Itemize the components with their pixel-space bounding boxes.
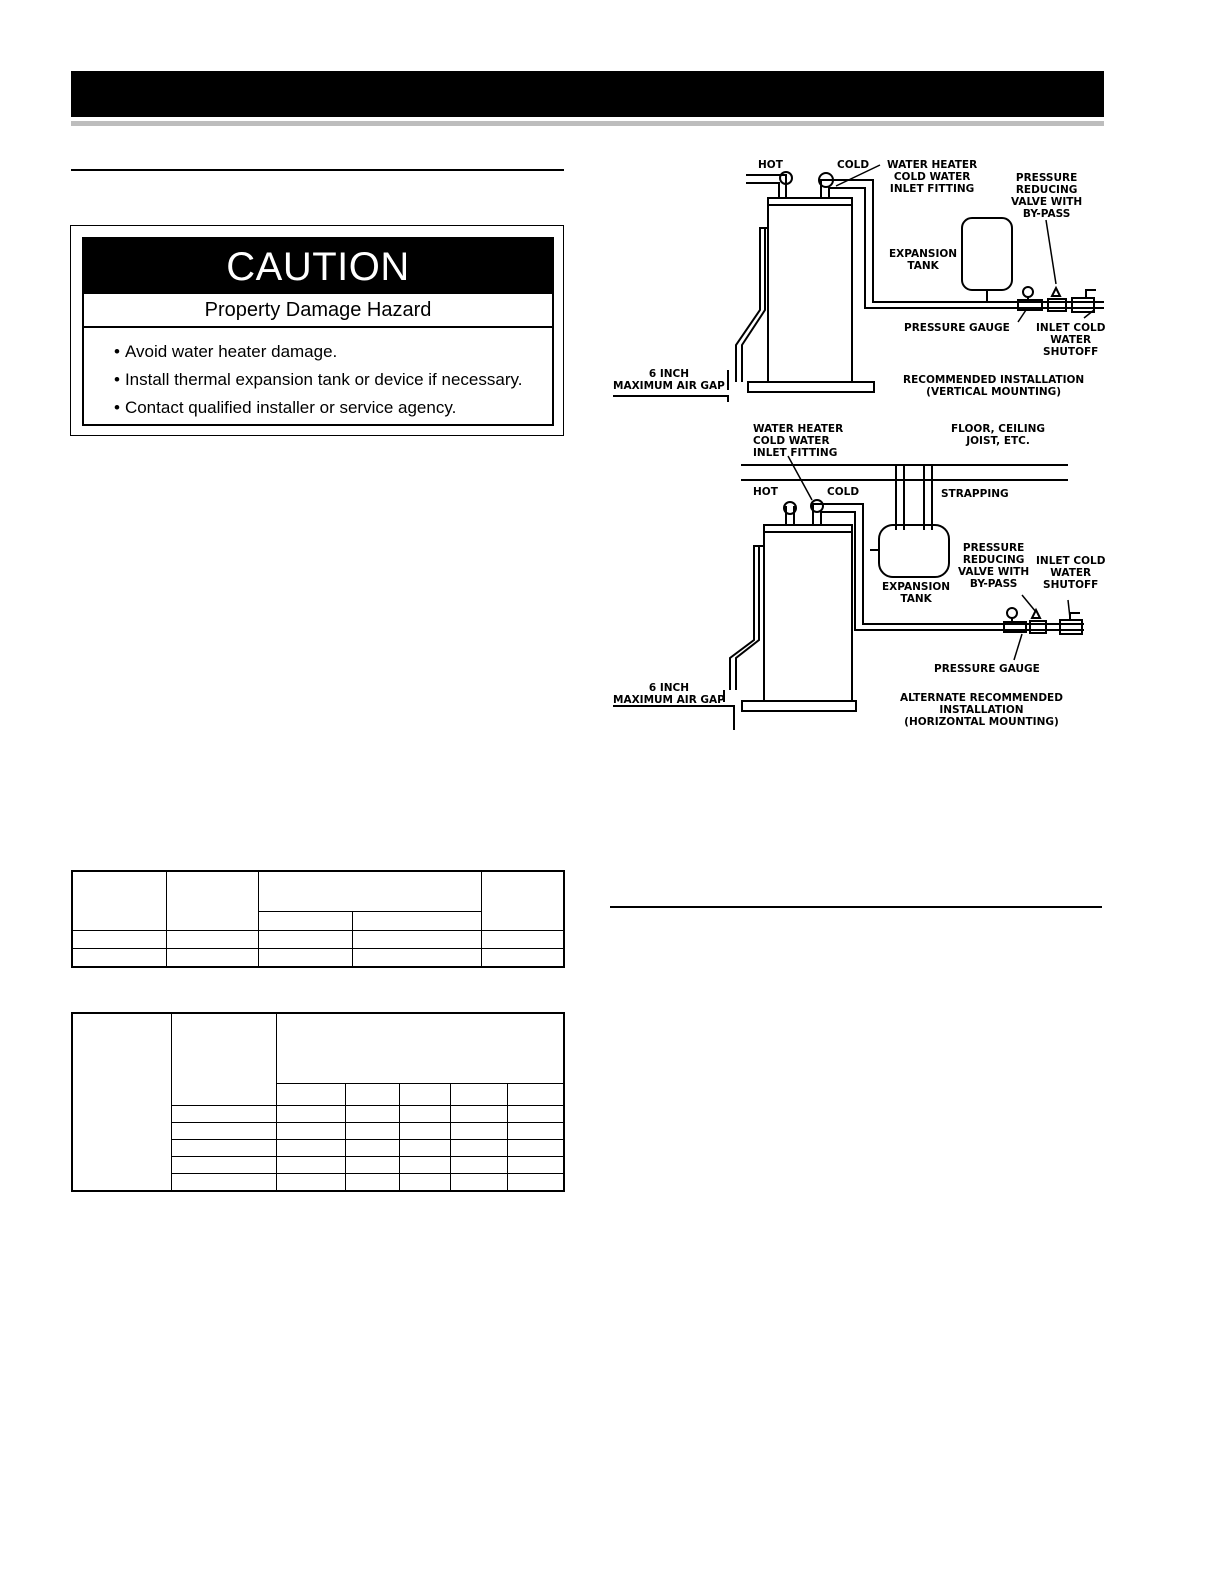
section-rule-left bbox=[71, 169, 564, 171]
table-cell bbox=[171, 1104, 277, 1124]
table-cell bbox=[171, 1122, 277, 1141]
table-cell bbox=[399, 1156, 451, 1175]
table-cell bbox=[276, 1139, 346, 1158]
table-cell bbox=[166, 929, 260, 950]
table-cell bbox=[399, 1139, 451, 1158]
expansion-tank-label-2: EXPANSION TANK bbox=[882, 581, 951, 605]
table-cell bbox=[171, 1012, 277, 1106]
installation-diagram: HOT COLD WATER HEATER COLD WATER INLET F… bbox=[608, 150, 1114, 740]
table-cell bbox=[166, 948, 260, 968]
table-cell bbox=[507, 1122, 565, 1141]
table-cell bbox=[71, 929, 168, 950]
table-cell bbox=[258, 870, 482, 913]
caution-box: CAUTION Property Damage Hazard Avoid wat… bbox=[82, 237, 554, 426]
table-cell bbox=[258, 911, 353, 931]
air-gap-label: 6 INCH MAXIMUM AIR GAP bbox=[613, 368, 725, 392]
pressure-gauge-label: PRESSURE GAUGE bbox=[904, 322, 1010, 334]
floor-label: FLOOR, CEILING JOIST, ETC. bbox=[951, 423, 1046, 447]
inlet-fitting-label-2: WATER HEATER COLD WATER INLET FITTING bbox=[753, 423, 844, 459]
cold-label-2: COLD bbox=[827, 486, 860, 498]
strapping-label: STRAPPING bbox=[941, 488, 1009, 500]
table-cell bbox=[507, 1104, 565, 1124]
table-cell bbox=[351, 929, 482, 950]
table-cell bbox=[450, 1082, 508, 1107]
section-rule-right bbox=[610, 906, 1102, 908]
table-cell bbox=[258, 948, 353, 968]
table-cell bbox=[450, 1156, 508, 1175]
table-cell bbox=[507, 1082, 565, 1107]
caution-list: Avoid water heater damage. Install therm… bbox=[84, 328, 552, 422]
inlet-shutoff-label-2: INLET COLD WATER SHUTOFF bbox=[1036, 555, 1106, 591]
table-cell bbox=[351, 948, 482, 968]
table-cell bbox=[450, 1122, 508, 1141]
table-cell bbox=[507, 1139, 565, 1158]
caution-item: Install thermal expansion tank or device… bbox=[114, 366, 552, 394]
table-cell bbox=[399, 1173, 451, 1192]
table-cell bbox=[276, 1173, 346, 1192]
diagram-drawing bbox=[613, 164, 1104, 730]
prv-label-2: PRESSURE REDUCING VALVE WITH BY-PASS bbox=[958, 542, 1030, 590]
table-cell bbox=[450, 1104, 508, 1124]
caution-item: Avoid water heater damage. bbox=[114, 338, 552, 366]
table-cell bbox=[345, 1139, 400, 1158]
table-cell bbox=[276, 1082, 346, 1107]
table-cell bbox=[276, 1012, 565, 1084]
table-cell bbox=[71, 1012, 172, 1192]
table-cell bbox=[166, 870, 260, 931]
table-cell bbox=[258, 929, 353, 950]
caution-item: Contact qualified installer or service a… bbox=[114, 394, 552, 422]
table-cell bbox=[276, 1122, 346, 1141]
table-cell bbox=[450, 1173, 508, 1192]
table-cell bbox=[399, 1104, 451, 1124]
air-gap-label-2: 6 INCH MAXIMUM AIR GAP bbox=[613, 682, 725, 706]
prv-label: PRESSURE REDUCING VALVE WITH BY-PASS bbox=[1011, 172, 1083, 220]
table-cell bbox=[171, 1156, 277, 1175]
expansion-tank-drawing bbox=[961, 217, 1013, 291]
table-cell bbox=[480, 870, 565, 931]
caution-label: CAUTION Property Damage Hazard Avoid wat… bbox=[70, 225, 564, 436]
table-cell bbox=[480, 948, 565, 968]
hot-label-2: HOT bbox=[753, 486, 778, 498]
table-cell bbox=[345, 1082, 400, 1107]
table-cell bbox=[507, 1173, 565, 1192]
drain-pan bbox=[747, 381, 875, 393]
table-cell bbox=[276, 1104, 346, 1124]
table-cell bbox=[399, 1082, 451, 1107]
expansion-tank-label: EXPANSION TANK bbox=[889, 248, 958, 272]
table-cell bbox=[399, 1122, 451, 1141]
header-bar bbox=[71, 71, 1104, 117]
inlet-fitting-label: WATER HEATER COLD WATER INLET FITTING bbox=[887, 159, 978, 195]
table-cell bbox=[171, 1173, 277, 1192]
table-cell bbox=[351, 911, 482, 931]
table-cell bbox=[507, 1156, 565, 1175]
water-heater-tank bbox=[767, 197, 853, 383]
horizontal-caption: ALTERNATE RECOMMENDED INSTALLATION (HORI… bbox=[900, 692, 1063, 728]
table-cell bbox=[450, 1139, 508, 1158]
table-cell bbox=[345, 1173, 400, 1192]
cold-label: COLD bbox=[837, 159, 870, 171]
header-rule bbox=[71, 121, 1104, 126]
caution-title: CAUTION bbox=[84, 239, 552, 294]
table-2 bbox=[71, 1012, 565, 1192]
table-cell bbox=[276, 1156, 346, 1175]
table-cell bbox=[345, 1156, 400, 1175]
table-cell bbox=[71, 948, 168, 968]
table-cell bbox=[71, 870, 168, 931]
table-cell bbox=[480, 929, 565, 950]
table-cell bbox=[345, 1104, 400, 1124]
caution-subtitle: Property Damage Hazard bbox=[84, 294, 552, 328]
table-1 bbox=[71, 870, 565, 968]
hot-label: HOT bbox=[758, 159, 783, 171]
table-cell bbox=[171, 1139, 277, 1158]
table-cell bbox=[345, 1122, 400, 1141]
pressure-gauge-label-2: PRESSURE GAUGE bbox=[934, 663, 1040, 675]
vertical-caption: RECOMMENDED INSTALLATION (VERTICAL MOUNT… bbox=[903, 374, 1085, 398]
inlet-shutoff-label: INLET COLD WATER SHUTOFF bbox=[1036, 322, 1106, 358]
